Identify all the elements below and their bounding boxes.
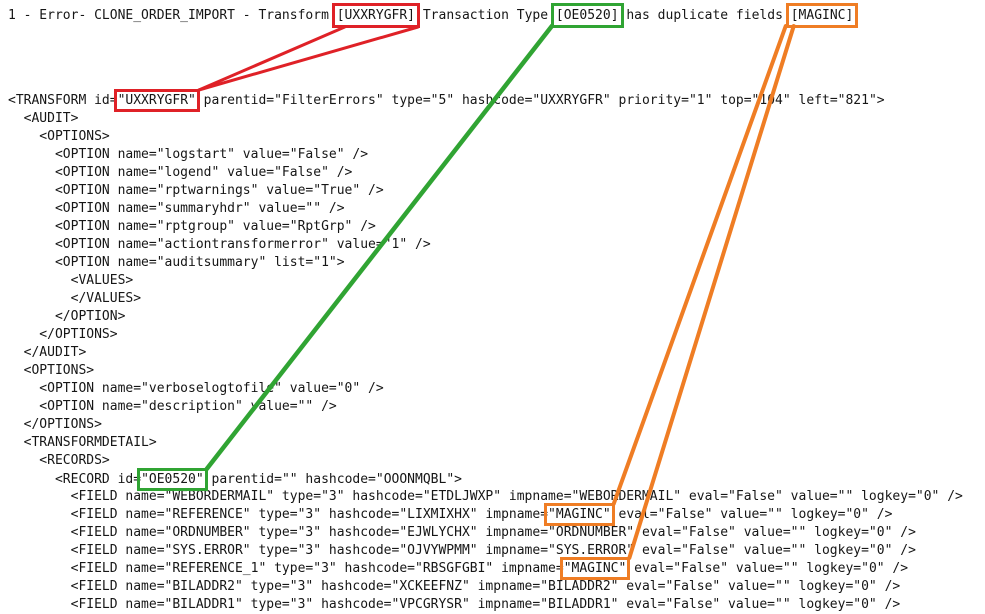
code-line: <FIELD name="REFERENCE" type="3" hashcod… xyxy=(8,503,963,526)
code-text: <OPTION name="verboselogtofile" value="0… xyxy=(8,381,384,396)
connector-line-red xyxy=(197,25,347,92)
code-text: <TRANSFORMDETAIL> xyxy=(8,435,157,450)
code-line: <OPTION name="auditsummary" list="1"> xyxy=(8,254,963,272)
code-text: </OPTIONS> xyxy=(8,327,118,342)
code-text: <RECORDS> xyxy=(8,453,110,468)
highlight-box-green: [OE0520] xyxy=(550,3,624,28)
code-text: <FIELD name="BILADDR1" type="3" hashcode… xyxy=(8,597,901,612)
code-text: parentid="FilterErrors" type="5" hashcod… xyxy=(195,93,885,108)
code-text: eval="False" value="" logkey="0" /> xyxy=(610,507,893,522)
text-caret xyxy=(205,470,208,485)
code-line: </OPTION> xyxy=(8,308,963,326)
code-text: <OPTION name="summaryhdr" value="" /> xyxy=(8,201,345,216)
highlight-box-red: "UXXRYGFR" xyxy=(113,89,200,112)
code-text: <VALUES> xyxy=(8,273,134,288)
code-text: <OPTIONS> xyxy=(8,363,95,378)
code-line: <OPTION name="rptgroup" value="RptGrp" /… xyxy=(8,218,963,236)
highlight-box-orange: "MAGINC" xyxy=(559,557,631,580)
code-line: <TRANSFORM id="UXXRYGFR" parentid="Filte… xyxy=(8,89,963,112)
code-line: <AUDIT> xyxy=(8,110,963,128)
code-line: <FIELD name="BILADDR2" type="3" hashcode… xyxy=(8,578,963,596)
highlight-box-green: "OE0520" xyxy=(137,468,208,491)
code-text: <TRANSFORM id= xyxy=(8,93,118,108)
code-text: <OPTION name="logend" value="False" /> xyxy=(8,165,353,180)
xml-editor-area[interactable]: <TRANSFORM id="UXXRYGFR" parentid="Filte… xyxy=(8,89,963,614)
code-text: </VALUES> xyxy=(8,291,142,306)
code-line: <OPTION name="summaryhdr" value="" /> xyxy=(8,200,963,218)
code-text: </AUDIT> xyxy=(8,345,87,360)
highlight-box-orange: "MAGINC" xyxy=(544,503,615,526)
code-line: <TRANSFORMDETAIL> xyxy=(8,434,963,452)
code-line: <OPTION name="actiontransformerror" valu… xyxy=(8,236,963,254)
code-line: <FIELD name="BILADDR1" type="3" hashcode… xyxy=(8,596,963,614)
error-text: has duplicate fields xyxy=(618,8,791,23)
code-line: <OPTION name="verboselogtofile" value="0… xyxy=(8,380,963,398)
code-line: <FIELD name="SYS.ERROR" type="3" hashcod… xyxy=(8,542,963,560)
code-text: <OPTION name="auditsummary" list="1"> xyxy=(8,255,345,270)
code-line: <FIELD name="ORDNUMBER" type="3" hashcod… xyxy=(8,524,963,542)
code-line: </OPTIONS> xyxy=(8,326,963,344)
code-text: </OPTIONS> xyxy=(8,417,102,432)
code-line: <OPTIONS> xyxy=(8,128,963,146)
code-text: <OPTION name="rptgroup" value="RptGrp" /… xyxy=(8,219,376,234)
code-text: <AUDIT> xyxy=(8,111,79,126)
code-line: <OPTION name="rptwarnings" value="True" … xyxy=(8,182,963,200)
code-line: </AUDIT> xyxy=(8,344,963,362)
code-text: <OPTION name="actiontransformerror" valu… xyxy=(8,237,431,252)
code-text: <RECORD id= xyxy=(8,472,142,487)
code-line: <OPTION name="logend" value="False" /> xyxy=(8,164,963,182)
connector-line-red xyxy=(197,25,420,92)
code-text: <FIELD name="REFERENCE" type="3" hashcod… xyxy=(8,507,549,522)
code-text: <FIELD name="SYS.ERROR" type="3" hashcod… xyxy=(8,543,916,558)
code-line: <FIELD name="WEBORDERMAIL" type="3" hash… xyxy=(8,488,963,506)
code-line: <OPTION name="description" value="" /> xyxy=(8,398,963,416)
code-text: parentid="" hashcode="OOONMQBL"> xyxy=(203,472,462,487)
code-line: <FIELD name="REFERENCE_1" type="3" hashc… xyxy=(8,557,963,580)
code-text: <OPTION name="logstart" value="False" /> xyxy=(8,147,369,162)
code-text: eval="False" value="" logkey="0" /> xyxy=(626,561,909,576)
code-text: <OPTION name="rptwarnings" value="True" … xyxy=(8,183,384,198)
code-line: <VALUES> xyxy=(8,272,963,290)
code-text: <OPTIONS> xyxy=(8,129,110,144)
highlight-box-orange: [MAGINC] xyxy=(785,3,859,28)
code-line: <OPTION name="logstart" value="False" /> xyxy=(8,146,963,164)
code-line: </OPTIONS> xyxy=(8,416,963,434)
code-text: <FIELD name="ORDNUMBER" type="3" hashcod… xyxy=(8,525,916,540)
code-line: <RECORDS> xyxy=(8,452,963,470)
code-text: <FIELD name="REFERENCE_1" type="3" hashc… xyxy=(8,561,564,576)
highlight-box-red: [UXXRYGFR] xyxy=(331,3,421,28)
error-message-line: 1 - Error- CLONE_ORDER_IMPORT - Transfor… xyxy=(8,3,859,28)
code-text: <FIELD name="BILADDR2" type="3" hashcode… xyxy=(8,579,901,594)
code-line: </VALUES> xyxy=(8,290,963,308)
code-line: <OPTIONS> xyxy=(8,362,963,380)
code-text: </OPTION> xyxy=(8,309,126,324)
code-text: <OPTION name="description" value="" /> xyxy=(8,399,337,414)
error-text: Transaction Type xyxy=(415,8,556,23)
error-text: 1 - Error- CLONE_ORDER_IMPORT - Transfor… xyxy=(8,8,337,23)
code-line: <RECORD id="OE0520" parentid="" hashcode… xyxy=(8,468,963,491)
code-text: <FIELD name="WEBORDERMAIL" type="3" hash… xyxy=(8,489,963,504)
